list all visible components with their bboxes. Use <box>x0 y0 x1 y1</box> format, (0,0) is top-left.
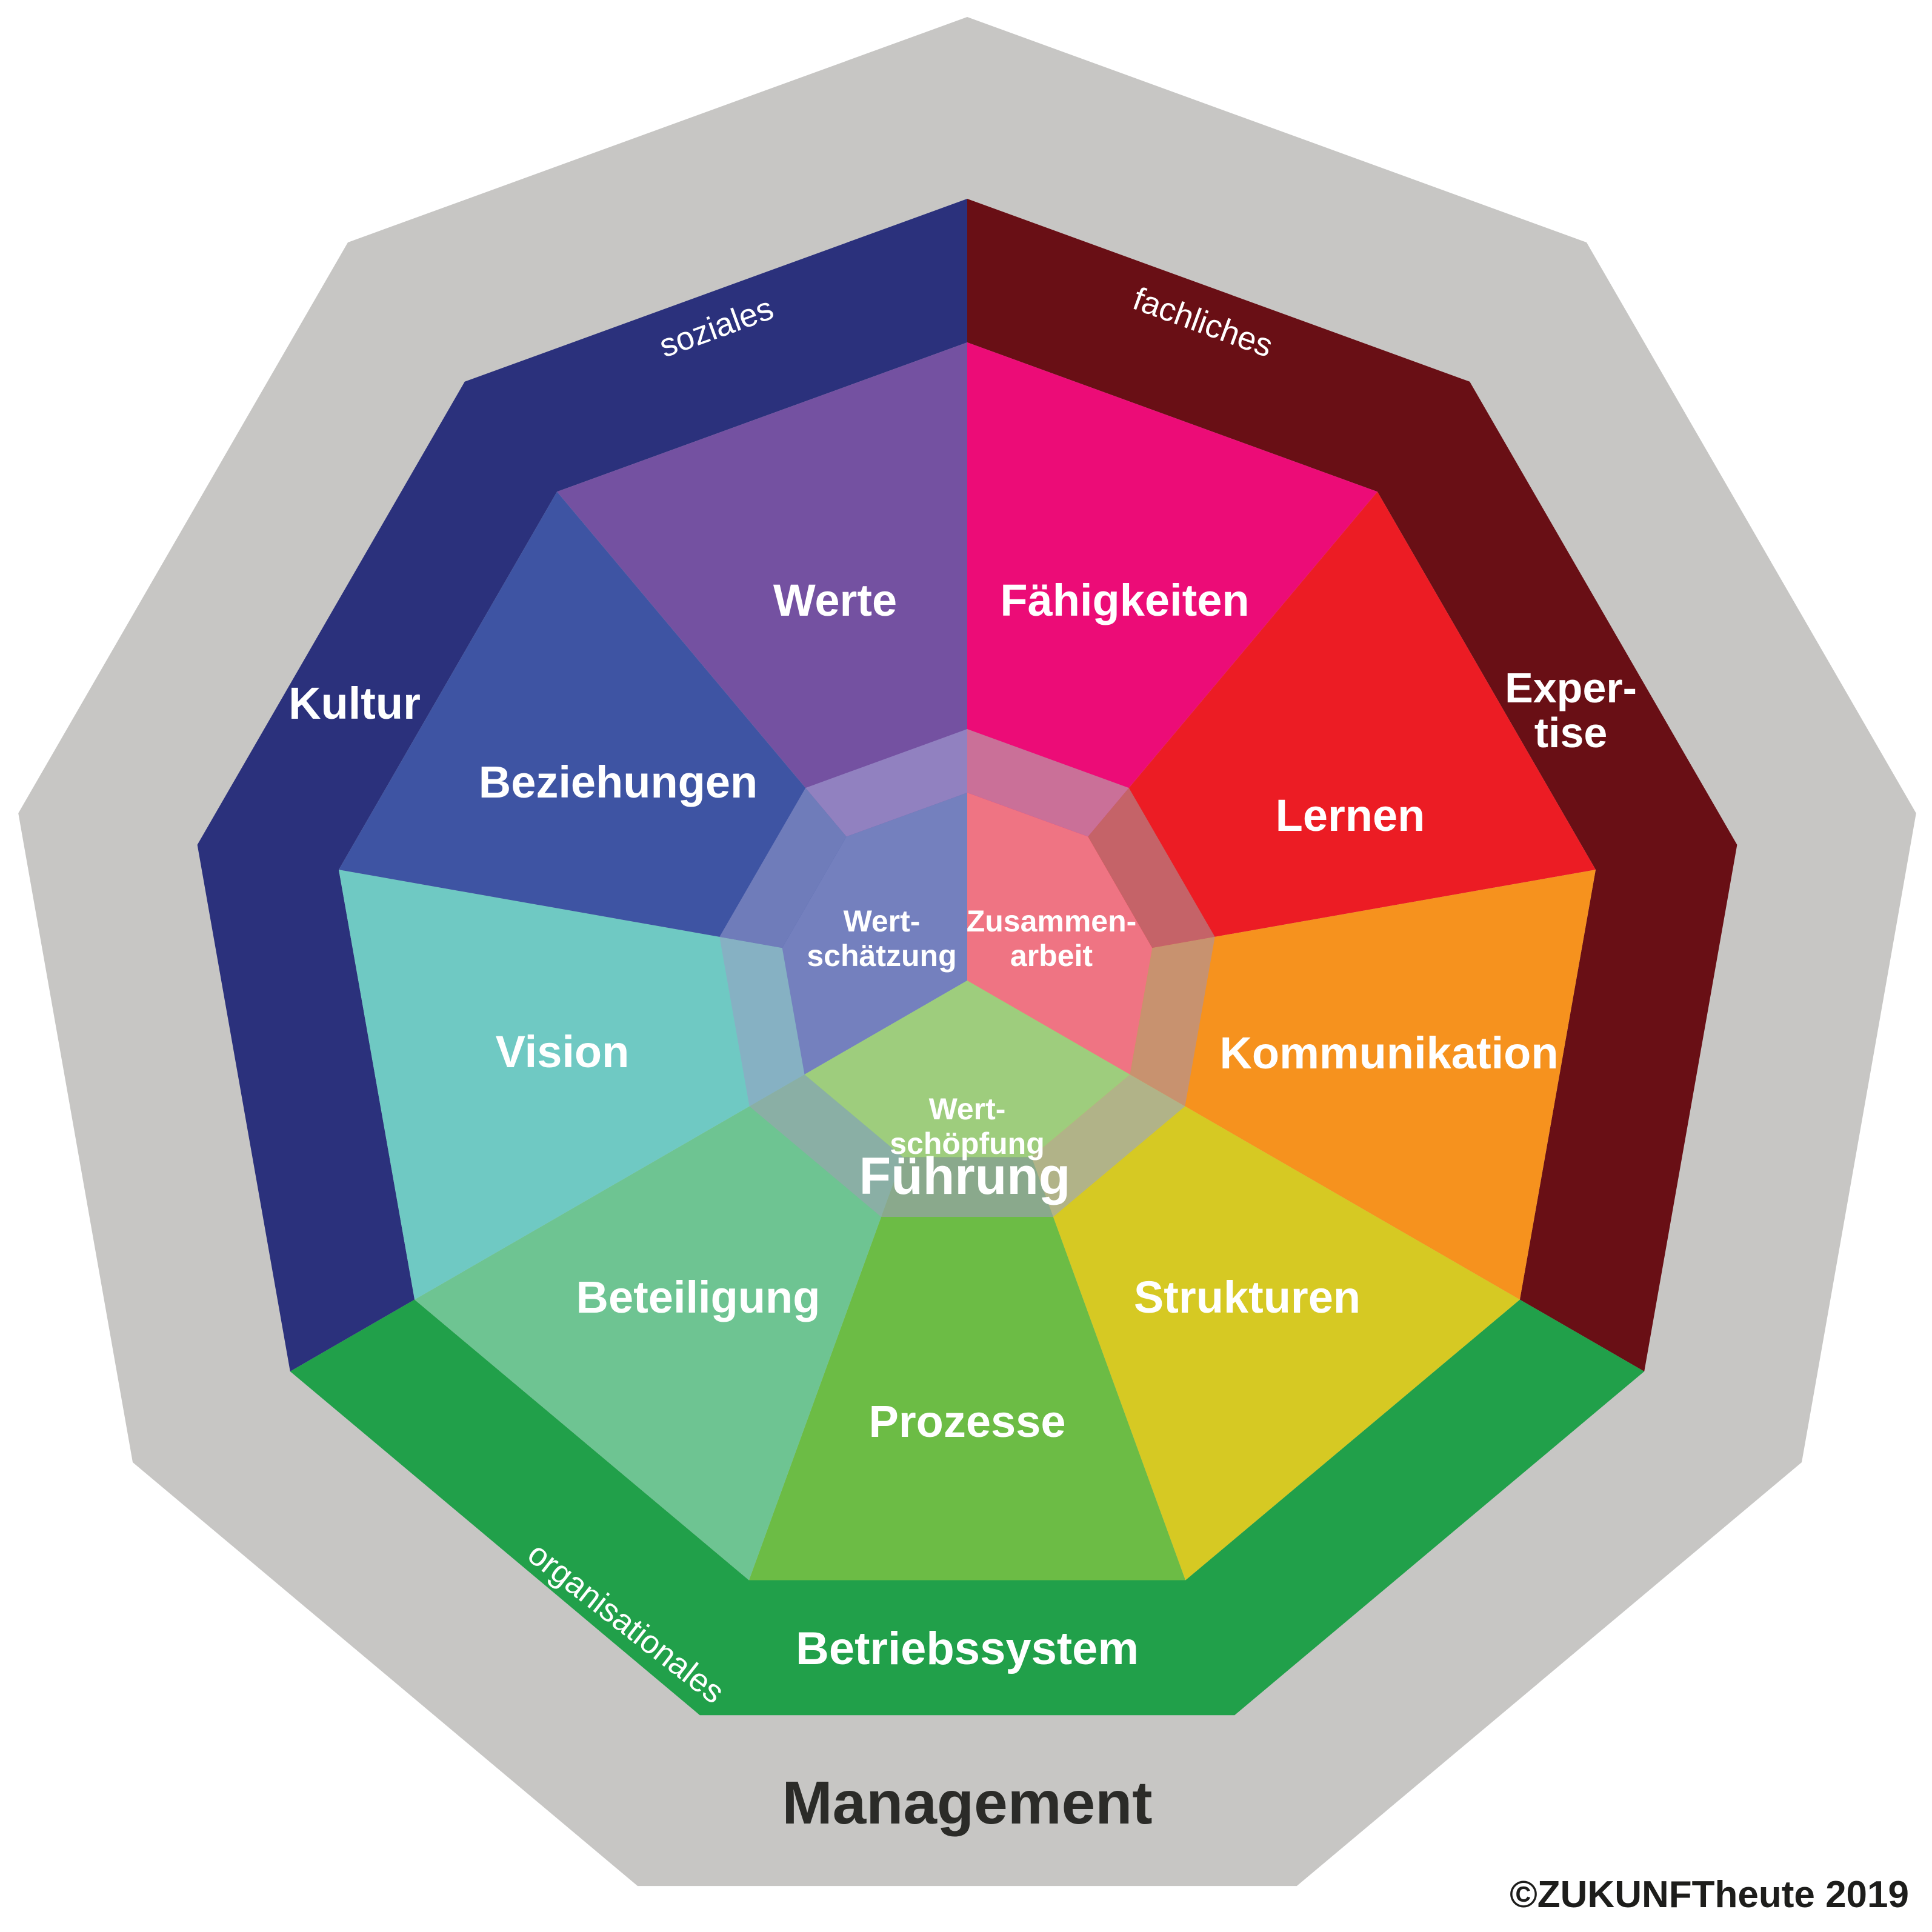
label-wertschoepfung: Wert-schöpfung <box>890 1092 1045 1161</box>
label-prozesse: Prozesse <box>869 1396 1066 1447</box>
label-zusammenarbeit: Zusammen-arbeit <box>967 904 1137 973</box>
label-wertschaetzung: Wert-schätzung <box>807 904 956 973</box>
inner-band-layer <box>719 729 1215 1217</box>
label-vision: Vision <box>496 1027 630 1077</box>
label-copyright: ©ZUKUNFTheute 2019 <box>1510 1874 1909 1916</box>
sector-wertschaetzung <box>782 793 967 1074</box>
ring-organisationales <box>290 1299 1645 1716</box>
band-vision <box>719 936 805 1107</box>
label-organisationales: Betriebssystem <box>796 1623 1139 1674</box>
band-faehigkeiten <box>967 729 1129 837</box>
band-kommunikation <box>1130 936 1215 1107</box>
wedge-prozesse <box>748 981 1186 1581</box>
ring-soziales <box>197 199 968 1371</box>
band-prozesse <box>881 1157 1053 1217</box>
label-faehigkeiten: Fähigkeiten <box>1000 575 1249 625</box>
label-beteiligung: Beteiligung <box>576 1272 821 1322</box>
label-kommunikation: Kommunikation <box>1219 1028 1558 1078</box>
label-soziales: Kultur <box>288 678 421 728</box>
band-beteiligung <box>749 1074 903 1217</box>
label-lernen: Lernen <box>1276 790 1425 841</box>
sector-wertschoepfung <box>804 981 1130 1158</box>
label-fachliches: Exper-tise <box>1505 664 1637 756</box>
label-beziehungen: Beziehungen <box>479 757 758 807</box>
band-strukturen <box>1031 1074 1185 1217</box>
band-beziehungen <box>719 788 847 948</box>
label-werte: Werte <box>773 575 897 625</box>
label-fuehrung: Führung <box>859 1147 1071 1205</box>
inner-sector-layer <box>782 793 1153 1158</box>
ring-fachliches <box>967 199 1737 1371</box>
outer-ring-layer <box>197 199 1737 1716</box>
sector-zusammenarbeit <box>967 793 1153 1074</box>
band-lernen <box>1088 788 1215 948</box>
band-werte <box>805 729 967 837</box>
label-management: Management <box>782 1769 1152 1837</box>
label-strukturen: Strukturen <box>1134 1272 1361 1322</box>
